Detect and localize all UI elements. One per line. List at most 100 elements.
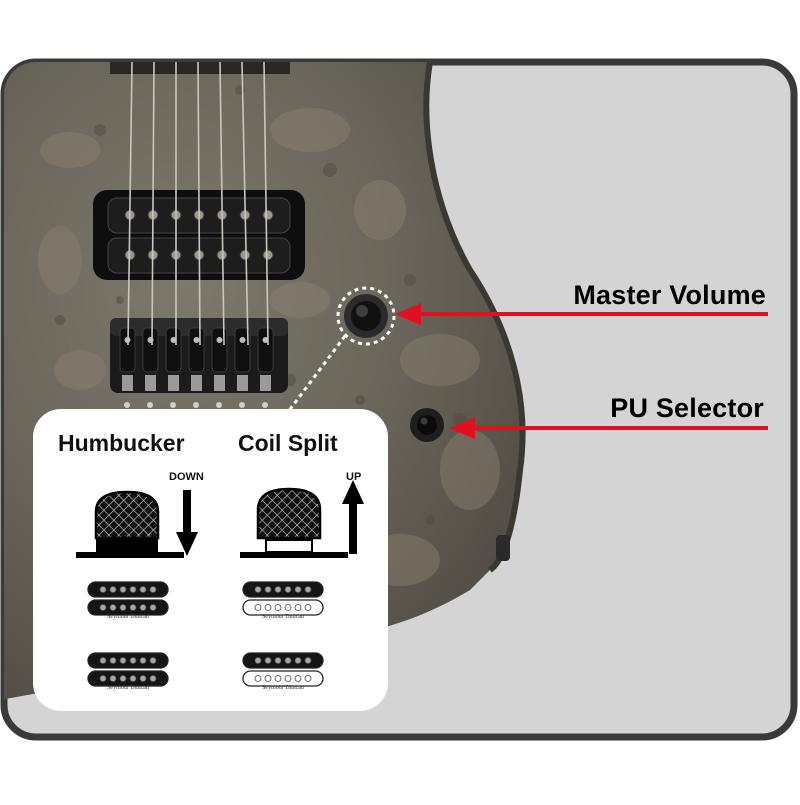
bridge-screw bbox=[216, 402, 222, 408]
pickup-pole bbox=[129, 675, 137, 682]
pickup-pole bbox=[284, 675, 292, 682]
humbucker-knob-down bbox=[76, 490, 184, 558]
pickup-brand: Seymour Duncan bbox=[262, 685, 304, 691]
pickup-coil-inactive bbox=[242, 670, 324, 687]
pickup-pole bbox=[109, 604, 117, 611]
pickup-coil-active bbox=[242, 581, 324, 598]
humbucker-title: Humbucker bbox=[58, 430, 185, 456]
inset-pickups bbox=[87, 581, 324, 687]
pickup-pole bbox=[149, 586, 157, 593]
body-edge bbox=[423, 62, 526, 573]
pickup-pole bbox=[254, 586, 262, 593]
saddle-spring bbox=[122, 375, 133, 391]
pole-piece bbox=[262, 209, 274, 221]
guitar-string bbox=[263, 62, 269, 346]
bridge-saddle bbox=[211, 327, 228, 373]
pickup-pole bbox=[139, 675, 147, 682]
pickup-pole bbox=[99, 657, 107, 664]
bridge-screw bbox=[193, 402, 199, 408]
pickup-pole bbox=[254, 657, 262, 664]
pickup-pole bbox=[294, 604, 302, 611]
up-arrow-icon bbox=[342, 480, 364, 554]
pickup-pole bbox=[149, 675, 157, 682]
up-direction-label: UP bbox=[346, 471, 362, 483]
burl-texture bbox=[38, 108, 500, 586]
guitar-string bbox=[219, 62, 225, 346]
pickup-pole bbox=[274, 586, 282, 593]
pickup-pole bbox=[294, 657, 302, 664]
saddle-spring bbox=[237, 375, 248, 391]
pickup-pole bbox=[264, 675, 272, 682]
pickup-coil-active bbox=[87, 670, 169, 687]
pickup-brand: Seymour Duncan bbox=[262, 614, 304, 620]
guitar-string bbox=[127, 62, 133, 346]
bridge-screw bbox=[170, 402, 176, 408]
pickup-coil-active bbox=[87, 599, 169, 616]
pole-piece bbox=[262, 249, 274, 261]
saddle-spring bbox=[168, 375, 179, 391]
pickup-pole bbox=[274, 604, 282, 611]
pickup-pole bbox=[149, 604, 157, 611]
pickup-pole bbox=[99, 586, 107, 593]
neck-end bbox=[110, 62, 290, 74]
bridge-saddle bbox=[257, 327, 274, 373]
pickup-pole bbox=[254, 604, 262, 611]
guitar-string bbox=[197, 62, 201, 346]
pickup-pole bbox=[284, 604, 292, 611]
master-volume-knob bbox=[344, 294, 388, 338]
pickup-coil-active bbox=[242, 652, 324, 669]
guitar-string bbox=[151, 62, 155, 346]
pickup-coil-active bbox=[87, 652, 169, 669]
pickup-brand: Seymour Duncan bbox=[107, 685, 149, 691]
bridge-screw bbox=[124, 402, 130, 408]
pickup-pole bbox=[264, 657, 272, 664]
down-arrow-icon bbox=[176, 490, 198, 556]
pu-selector-switch bbox=[410, 408, 444, 442]
pickup-pole bbox=[99, 604, 107, 611]
bridge-saddle bbox=[234, 327, 251, 373]
saddle-screw bbox=[262, 337, 269, 343]
pickup-pole bbox=[294, 675, 302, 682]
pickup-pole bbox=[304, 604, 312, 611]
saddle-spring bbox=[260, 375, 271, 391]
pickup-pole bbox=[129, 586, 137, 593]
bridge-saddle bbox=[142, 327, 159, 373]
pickup-coil-inactive bbox=[242, 599, 324, 616]
output-jack bbox=[496, 535, 510, 561]
inset-panel bbox=[33, 409, 388, 711]
saddle-spring bbox=[191, 375, 202, 391]
pickup-pole bbox=[284, 657, 292, 664]
pickup-pole bbox=[304, 675, 312, 682]
guitar-strings bbox=[127, 62, 269, 346]
pickup-pole bbox=[139, 586, 147, 593]
pickup-pole bbox=[119, 586, 127, 593]
pickup-pole bbox=[274, 675, 282, 682]
coil-split-knob-up bbox=[240, 487, 348, 558]
pickup-pole bbox=[119, 675, 127, 682]
pickup-pole bbox=[294, 586, 302, 593]
pickup-pole bbox=[119, 657, 127, 664]
volume-knob-highlight bbox=[336, 286, 396, 346]
bridge-screw bbox=[239, 402, 245, 408]
saddle-screw bbox=[216, 337, 223, 343]
coil-split-title: Coil Split bbox=[238, 430, 338, 456]
pickup-pole bbox=[304, 657, 312, 664]
pickup-pole bbox=[129, 604, 137, 611]
bridge-screw bbox=[147, 402, 153, 408]
pickup-pole bbox=[119, 604, 127, 611]
pickup-pole bbox=[264, 586, 272, 593]
pickup-pole bbox=[139, 657, 147, 664]
pickup-pole bbox=[109, 586, 117, 593]
saddle-screw bbox=[239, 337, 246, 343]
pickup-pole bbox=[149, 657, 157, 664]
master-volume-label: Master Volume bbox=[573, 280, 766, 310]
pickup-pole bbox=[139, 604, 147, 611]
pole-piece bbox=[239, 249, 251, 261]
bridge-saddle bbox=[188, 327, 205, 373]
pu-selector-arrow bbox=[449, 417, 768, 439]
guitar-string bbox=[241, 62, 249, 346]
pickup-coil-active bbox=[87, 581, 169, 598]
saddle-spring bbox=[145, 375, 156, 391]
pickup-pole bbox=[129, 657, 137, 664]
